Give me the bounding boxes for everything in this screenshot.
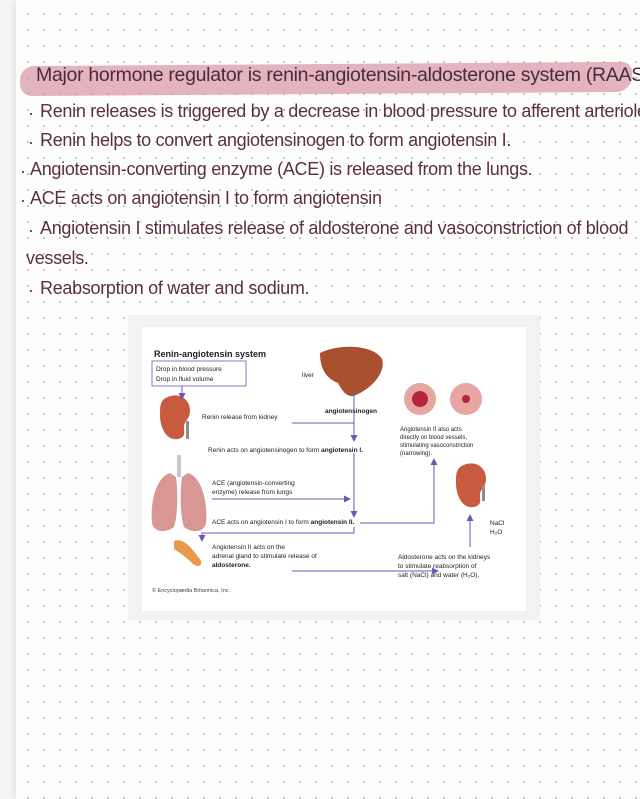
vessel-line-2: directly on blood vessels,: [400, 435, 467, 441]
bullet-2: Renin helps to convert angiotensinogen t…: [40, 130, 512, 150]
kidney-right-line-1: Aldosterone acts on the kidneys: [398, 554, 491, 561]
kidney-right-line-3: salt (NaCl) and water (H₂O).: [398, 572, 479, 579]
adrenal-line-3: aldosterone.: [212, 562, 251, 569]
note-page: Major hormone regulator is renin-angiote…: [16, 0, 640, 799]
renin-release-label: Renin release from kidney: [202, 414, 278, 421]
bullet-3: Angiotensin-converting enzyme (ACE) is r…: [30, 159, 533, 179]
raas-figure: Renin-angiotensin system Drop in blood p…: [128, 315, 540, 620]
ace-release-line-1: ACE (angiotensin-converting: [212, 480, 295, 487]
trigger-line-2: Drop in fluid volume: [156, 376, 214, 383]
vessel-line-1: Angiotensin II also acts: [400, 427, 462, 433]
flow-arrows: [178, 386, 474, 575]
heading: Major hormone regulator is renin-angiote…: [36, 64, 640, 86]
nacl-label: NaCl: [490, 520, 505, 527]
h2o-label: H₂O: [490, 529, 502, 536]
liver-icon: [320, 346, 383, 397]
renin-acts-label: Renin acts on angiotensinogen to form an…: [208, 447, 363, 454]
vessel-wide-lumen: [412, 391, 428, 407]
bullet-5-continuation: vessels.: [26, 248, 89, 268]
angiotensinogen-label: angiotensinogen: [325, 408, 377, 415]
bullet-dot: ·: [20, 161, 26, 181]
bullet-dot: ·: [28, 220, 34, 240]
adrenal-line-1: Angiotensin II acts on the: [212, 544, 285, 551]
ace-release-line-2: enzyme) release from lungs: [212, 489, 293, 496]
bullet-5: Angiotensin I stimulates release of aldo…: [40, 218, 629, 238]
bullet-dot: ·: [20, 190, 26, 210]
adrenal-gland-icon: [174, 540, 202, 566]
bullet-dot: ·: [28, 103, 34, 123]
lungs-icon: [151, 473, 207, 532]
trachea-icon: [177, 455, 181, 477]
bullet-1: Renin releases is triggered by a decreas…: [40, 101, 640, 121]
kidney-right-line-2: to stimulate reabsorption of: [398, 563, 477, 570]
bullet-dot: ·: [28, 132, 34, 152]
ace-acts-label: ACE acts on angiotensin I to form angiot…: [212, 519, 355, 526]
vessel-line-4: (narrowing).: [400, 451, 432, 457]
raas-diagram: Renin-angiotensin system Drop in blood p…: [142, 327, 526, 611]
trigger-line-1: Drop in blood pressure: [156, 366, 222, 373]
bullet-6: Reabsorption of water and sodium.: [40, 278, 310, 298]
kidney-icon: [160, 395, 190, 440]
trigger-box: [151, 360, 247, 387]
bullet-dot: ·: [28, 280, 34, 300]
figure-credit: © Encyclopædia Britannica, Inc.: [152, 587, 231, 594]
liver-label: liver: [302, 372, 315, 379]
figure-title: Renin-angiotensin system: [154, 349, 266, 359]
bullet-4: ACE acts on angiotensin I to form angiot…: [30, 188, 382, 208]
adrenal-line-2: adrenal gland to stimulate release of: [212, 553, 317, 560]
kidney-right-icon: [456, 463, 486, 508]
vessel-line-3: stimulating vasoconstriction: [400, 443, 473, 449]
vessel-narrow-lumen: [462, 395, 470, 403]
ureter-icon: [186, 421, 189, 439]
ureter-right-icon: [482, 485, 485, 501]
